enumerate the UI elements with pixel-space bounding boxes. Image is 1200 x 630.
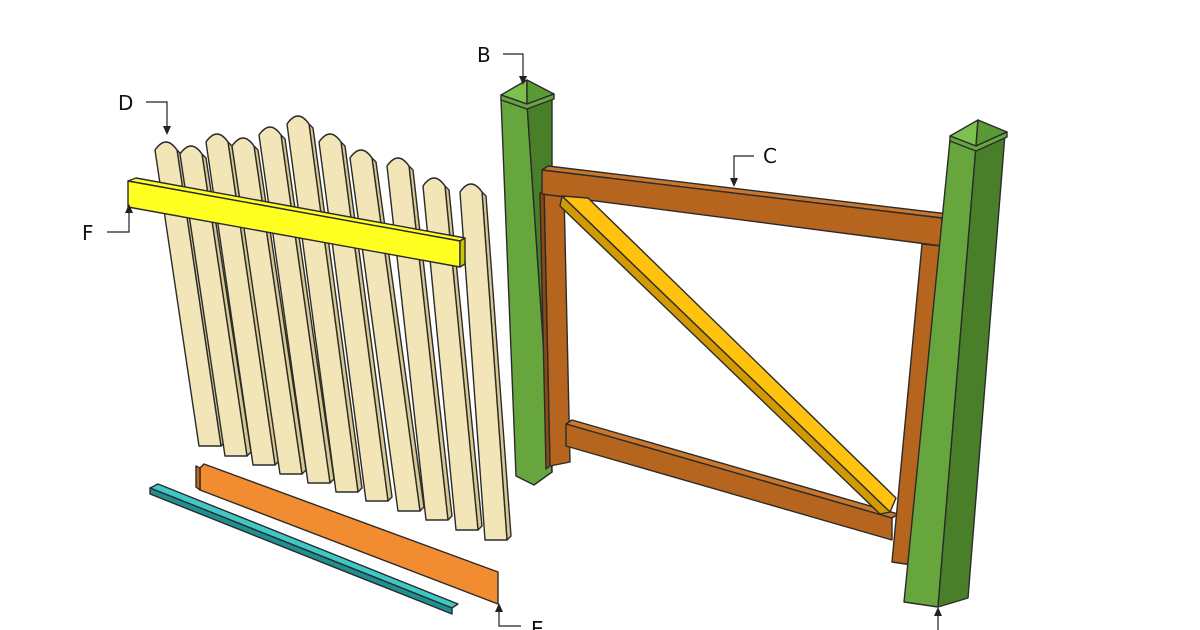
gate-frame	[539, 165, 949, 566]
label-picket: D	[118, 91, 133, 115]
label-bottom-board: E	[531, 617, 544, 630]
leader-line-picket	[146, 101, 168, 130]
bottom-board-edge	[195, 465, 201, 491]
callout-bottom-board: E	[495, 603, 544, 630]
leader-arrow-post	[519, 76, 527, 85]
leader-arrow-top-rail	[730, 178, 738, 187]
leader-line-post	[503, 53, 524, 80]
bottom-board	[195, 463, 499, 605]
label-picket-rail: F	[82, 221, 94, 245]
picket-rail-end	[459, 237, 466, 268]
picket-2	[179, 145, 248, 457]
picket-10	[422, 177, 479, 531]
label-top-rail: C	[763, 144, 777, 168]
leader-line-picket-rail	[107, 209, 130, 233]
picket-rail	[127, 177, 466, 268]
ground-strip	[149, 483, 459, 615]
callout-post-right-base	[934, 607, 942, 630]
callout-picket: D	[118, 91, 171, 135]
leader-line-top-rail	[733, 155, 754, 182]
left-post-cap-rim	[500, 93, 555, 110]
leader-arrow-bottom-board	[495, 603, 503, 612]
picket-1	[154, 141, 222, 447]
callout-top-rail: C	[730, 144, 777, 187]
frame-bottom-rail	[565, 423, 893, 541]
ground-strip-side	[149, 487, 453, 615]
leader-arrow-picket	[163, 126, 171, 135]
leader-arrow-post-right-base	[934, 607, 942, 616]
brace-side	[559, 195, 891, 515]
callout-post: B	[477, 43, 527, 85]
picket-11	[459, 183, 508, 541]
right-post-cap-rim	[949, 131, 1008, 152]
label-post: B	[477, 43, 491, 67]
leader-arrow-picket-rail	[125, 204, 133, 213]
leader-line-bottom-board	[498, 608, 521, 627]
callout-picket-rail: F	[82, 204, 133, 245]
diagonal-brace	[559, 195, 897, 515]
pickets	[154, 115, 512, 541]
